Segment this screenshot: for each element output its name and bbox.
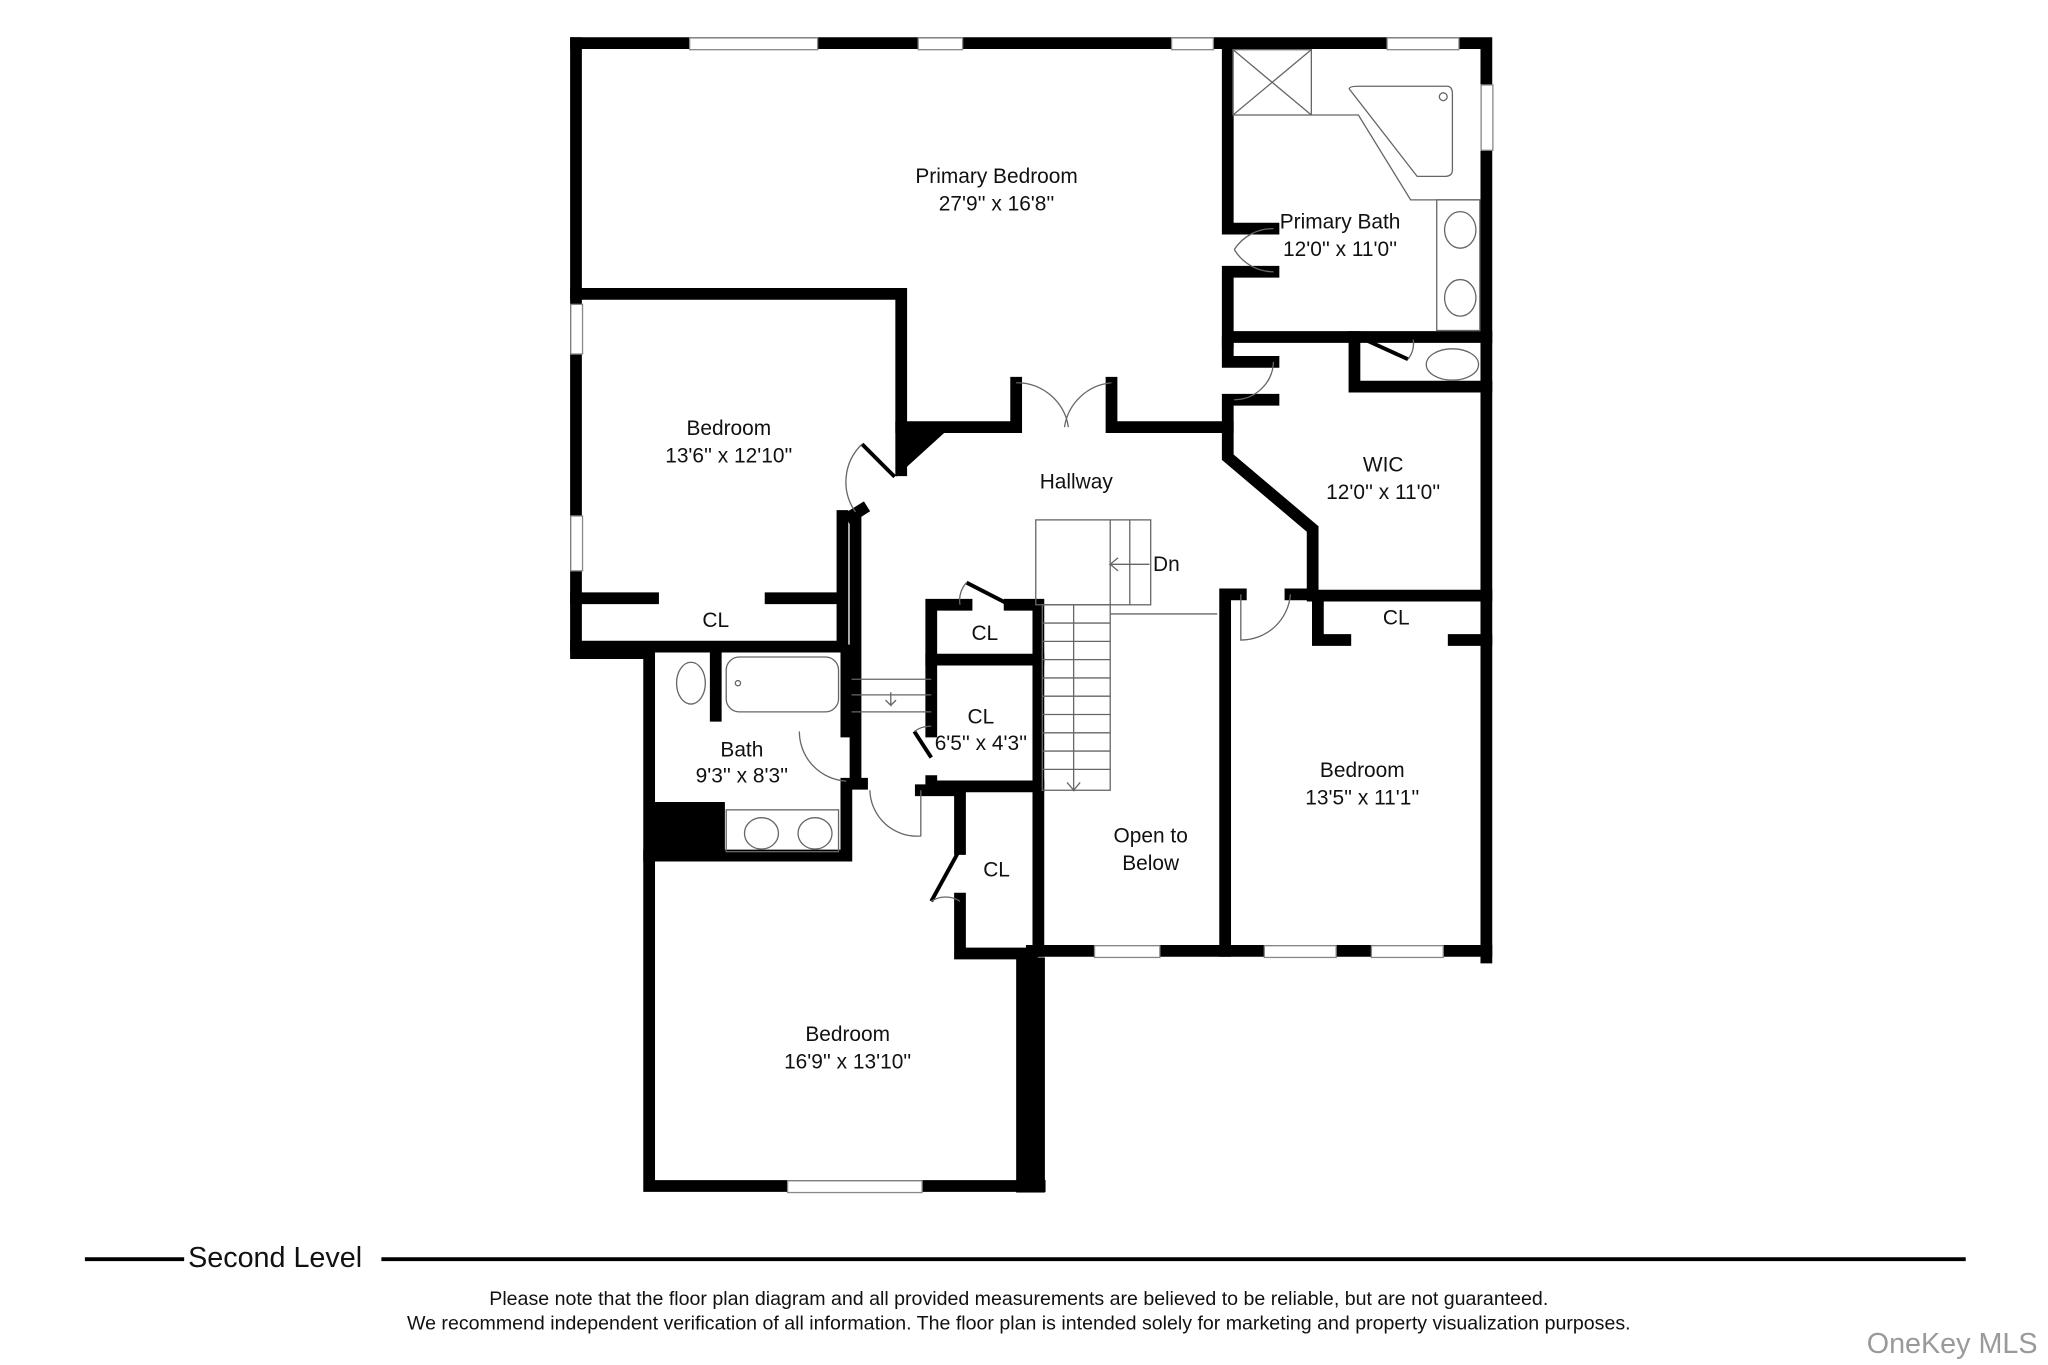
room-size: 13'6'' x 12'10'' — [665, 444, 792, 467]
room-name: CL — [1383, 606, 1410, 629]
level-title: Second Level — [188, 1242, 362, 1274]
room-name: WIC — [1363, 454, 1404, 477]
room-name: Hallway — [1040, 471, 1114, 494]
room-size: 6'5'' x 4'3'' — [935, 732, 1027, 755]
windows — [570, 37, 1494, 1194]
room-name: CL — [983, 858, 1010, 881]
room-name: Bedroom — [686, 417, 771, 440]
room-labels: Primary Bedroom 27'9'' x 16'8'' Primary … — [665, 165, 1440, 1074]
room-name: Bath — [720, 738, 763, 761]
room-name: Open to — [1114, 825, 1188, 848]
room-name: Primary Bath — [1280, 211, 1401, 234]
room-size: 12'0'' x 11'0'' — [1283, 238, 1397, 261]
stairs-label: Dn — [1153, 553, 1180, 576]
room-name: Below — [1122, 852, 1180, 875]
disclaimer-line-2: We recommend independent verification of… — [407, 1313, 1631, 1335]
room-size: 16'9'' x 13'10'' — [784, 1050, 911, 1073]
room-name: CL — [702, 609, 729, 632]
room-size: 13'5'' x 11'1'' — [1305, 787, 1419, 810]
room-size: 9'3'' x 8'3'' — [696, 764, 788, 787]
room-size: 27'9'' x 16'8'' — [939, 192, 1055, 215]
room-name: CL — [971, 622, 998, 645]
watermark: OneKey MLS — [1867, 1328, 2038, 1360]
disclaimer-line-1: Please note that the floor plan diagram … — [489, 1288, 1548, 1310]
fixtures — [675, 49, 1481, 902]
room-name: Bedroom — [805, 1023, 890, 1046]
room-name: CL — [968, 706, 995, 729]
room-size: 12'0'' x 11'0'' — [1326, 481, 1440, 504]
room-name: Primary Bedroom — [915, 165, 1077, 188]
room-name: Bedroom — [1320, 759, 1405, 782]
